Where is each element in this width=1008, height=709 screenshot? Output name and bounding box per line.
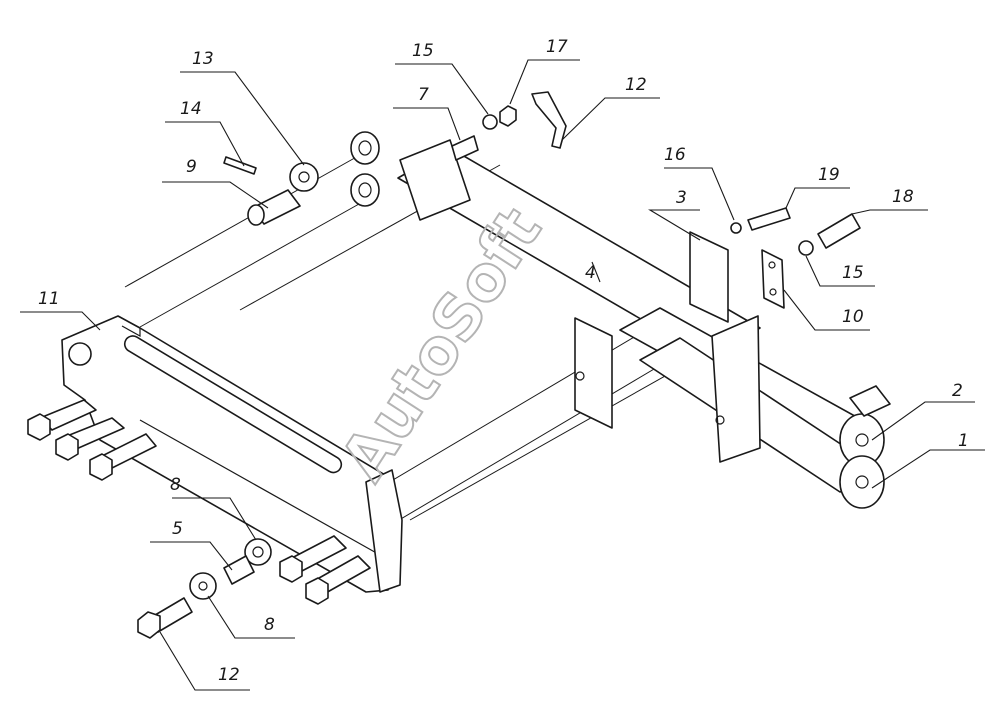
upper-rod-assembly <box>350 131 761 359</box>
callout-labels: 1 2 3 4 5 7 8 8 9 10 11 12 12 13 14 15 1… <box>38 37 969 685</box>
callout-7: 7 <box>418 85 429 105</box>
callout-10: 10 <box>842 307 864 327</box>
callout-11: 11 <box>38 289 60 309</box>
callout-12-upper: 12 <box>625 75 647 95</box>
exploded-parts-lower-left <box>137 538 272 639</box>
callout-18: 18 <box>892 187 914 207</box>
callout-3: 3 <box>676 188 687 208</box>
clamp-brackets <box>574 231 761 463</box>
callout-15-lower: 15 <box>842 263 864 283</box>
callout-16: 16 <box>664 145 686 165</box>
callout-9: 9 <box>186 157 197 177</box>
leader-lines <box>20 59 985 691</box>
frame-bolts-right <box>279 535 371 605</box>
callout-8-upper: 8 <box>170 475 181 495</box>
watermark-text: AutoSoft <box>326 195 555 493</box>
callout-2: 2 <box>952 381 963 401</box>
callout-12-lower: 12 <box>218 665 240 685</box>
callout-15-upper: 15 <box>412 41 434 61</box>
callout-19: 19 <box>818 165 840 185</box>
callout-13: 13 <box>192 49 214 69</box>
exploded-parts-upper-left <box>223 156 319 226</box>
frame-plate <box>61 315 403 593</box>
callout-14: 14 <box>180 99 202 119</box>
callout-17: 17 <box>546 37 568 57</box>
exploded-parts-right <box>730 207 861 256</box>
callout-1: 1 <box>958 431 969 451</box>
bracket-plate <box>761 249 785 309</box>
callout-8-lower: 8 <box>264 615 275 635</box>
exploded-parts-top <box>451 91 567 161</box>
callout-4: 4 <box>585 263 596 283</box>
callout-5: 5 <box>172 519 183 539</box>
frame-bolts-left <box>27 399 157 481</box>
